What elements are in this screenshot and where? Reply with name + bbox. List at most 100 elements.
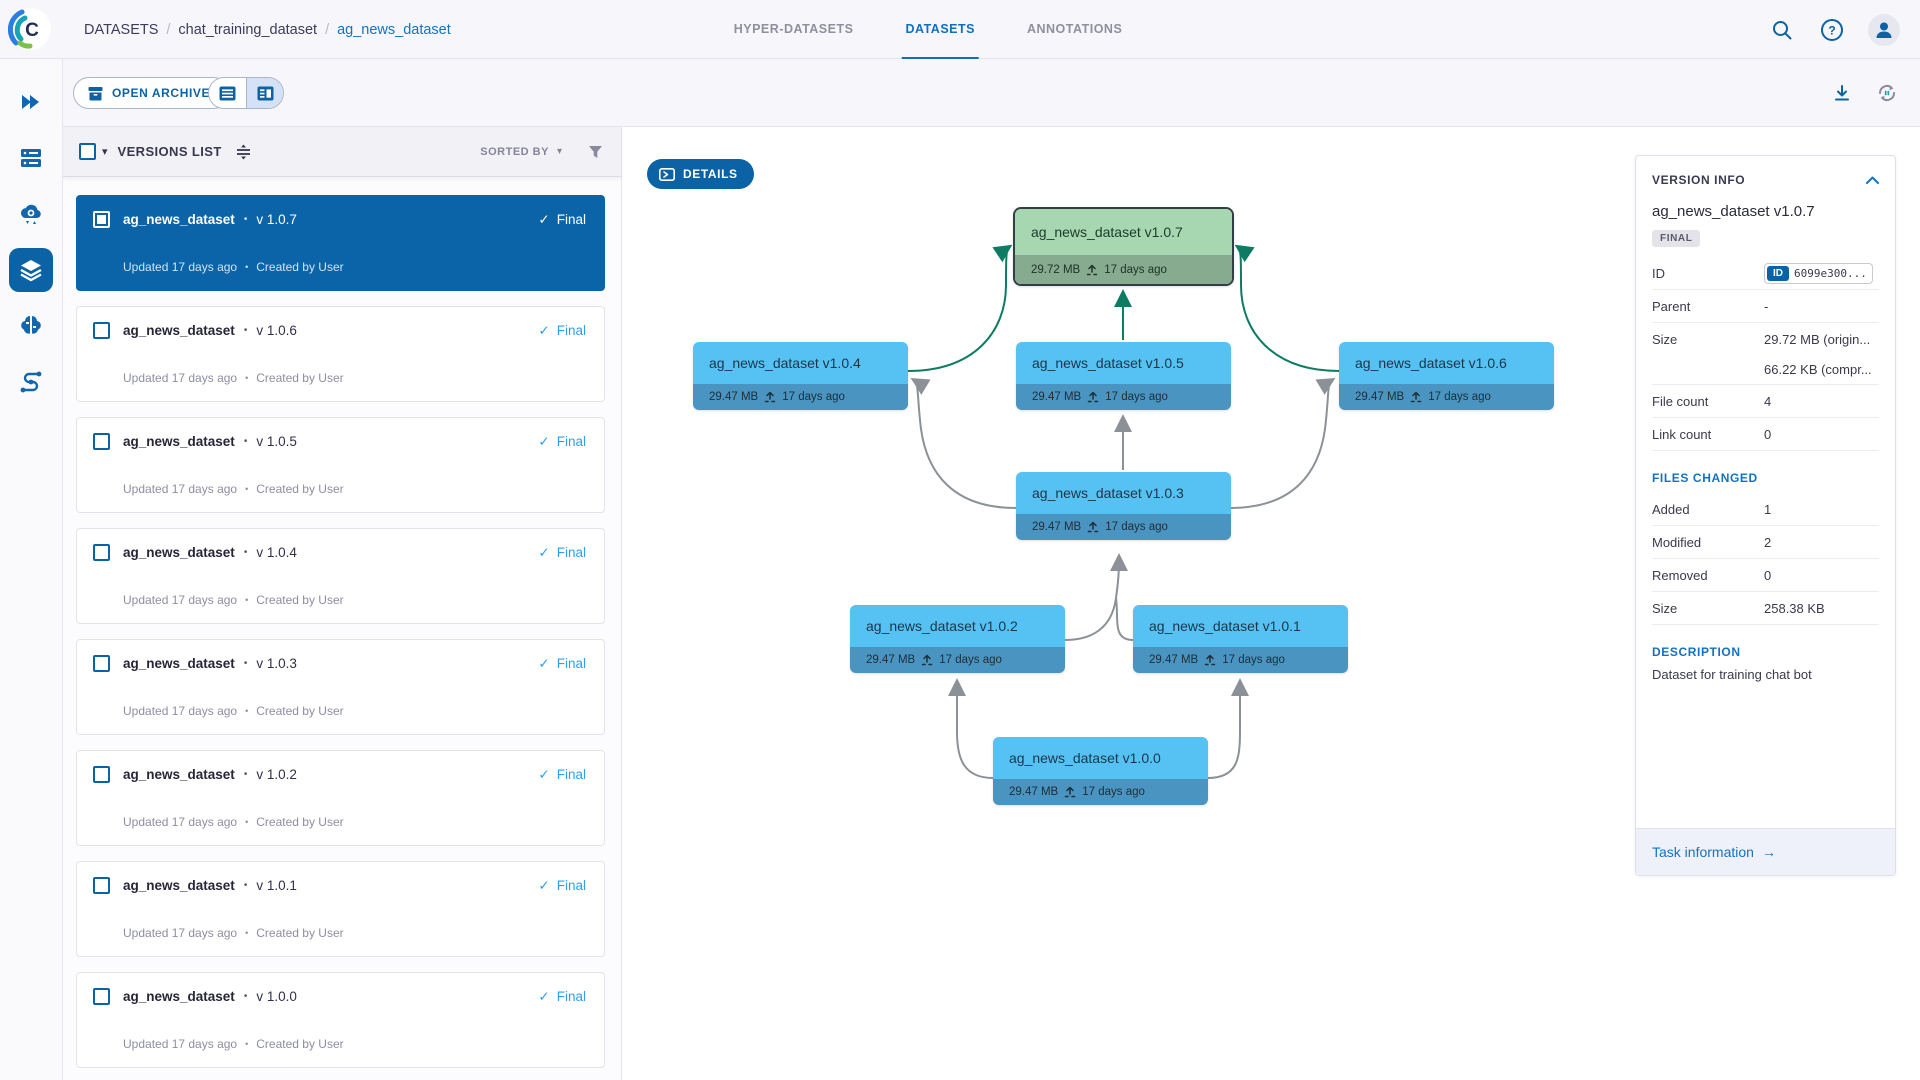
layers-icon (20, 260, 42, 282)
check-icon: ✓ (538, 877, 550, 893)
toolbar: OPEN ARCHIVE (63, 59, 1920, 127)
split-view-icon (257, 86, 273, 100)
breadcrumb: DATASETS / chat_training_dataset / ag_ne… (84, 21, 451, 38)
version-card-v1-0-0[interactable]: ag_news_dataset • v 1.0.0 ✓Final Updated… (76, 972, 605, 1068)
version-card-v1-0-4[interactable]: ag_news_dataset • v 1.0.4 ✓Final Updated… (76, 528, 605, 624)
svg-text:C: C (25, 20, 39, 41)
details-button[interactable]: DETAILS (647, 159, 754, 189)
removed-row: Removed 0 (1652, 559, 1879, 592)
upload-icon (1410, 391, 1422, 403)
view-toggle (208, 77, 284, 109)
description-header: DESCRIPTION (1652, 645, 1741, 659)
versions-list: ag_news_dataset • v 1.0.7 ✓Final Updated… (63, 177, 621, 1080)
collapse-chevron-icon[interactable] (1866, 176, 1879, 184)
sidebar-item-hyper-datasets[interactable] (9, 192, 53, 236)
svg-text:?: ? (1828, 23, 1835, 37)
task-information-link[interactable]: Task information → (1652, 844, 1776, 860)
left-sidebar (0, 59, 63, 1080)
version-card-v1-0-7[interactable]: ag_news_dataset • v 1.0.7 ✓Final Updated… (76, 195, 605, 291)
download-icon[interactable] (1832, 83, 1852, 103)
breadcrumb-project[interactable]: chat_training_dataset (178, 21, 318, 38)
version-checkbox[interactable] (93, 988, 110, 1005)
modified-row: Modified 2 (1652, 526, 1879, 559)
sidebar-item-models[interactable] (9, 304, 53, 348)
user-avatar[interactable] (1868, 13, 1900, 46)
breadcrumb-root[interactable]: DATASETS (84, 21, 159, 38)
upload-icon (1087, 521, 1099, 533)
version-info-panel: VERSION INFO ag_news_dataset v1.0.7 FINA… (1635, 155, 1896, 876)
double-chevron-icon (22, 95, 39, 109)
split-view-button[interactable] (246, 78, 283, 108)
tab-annotations[interactable]: ANNOTATIONS (1026, 22, 1123, 36)
version-checkbox[interactable] (93, 877, 110, 894)
tab-hyper-datasets[interactable]: HYPER-DATASETS (733, 22, 854, 36)
version-checkbox[interactable] (93, 655, 110, 672)
sidebar-item-pipelines[interactable] (9, 360, 53, 404)
link-count-row: Link count 0 (1652, 418, 1879, 451)
sorted-by-caret-icon[interactable]: ▾ (556, 146, 562, 157)
sidebar-item-projects[interactable] (9, 80, 53, 124)
version-checkbox[interactable] (93, 433, 110, 450)
sorted-by-button[interactable]: SORTED BY (480, 145, 549, 158)
check-icon: ✓ (538, 655, 550, 671)
pipeline-icon (20, 371, 42, 393)
search-icon[interactable] (1768, 16, 1796, 44)
check-icon: ✓ (538, 322, 550, 338)
version-checkbox[interactable] (93, 211, 110, 228)
table-view-icon (219, 86, 236, 100)
size-row: Size 29.72 MB (origin... (1652, 331, 1871, 347)
version-checkbox[interactable] (93, 322, 110, 339)
brain-icon (21, 316, 41, 334)
filter-funnel-icon[interactable] (588, 145, 603, 159)
status-badge: ✓Final (538, 766, 586, 783)
upload-icon (764, 391, 776, 403)
clearml-logo[interactable]: C (8, 7, 52, 51)
version-card-v1-0-2[interactable]: ag_news_dataset • v 1.0.2 ✓Final Updated… (76, 750, 605, 846)
main-tabs: HYPER-DATASETS DATASETS ANNOTATIONS (708, 0, 1149, 59)
check-icon: ✓ (538, 544, 550, 560)
status-badge: ✓Final (538, 877, 586, 894)
final-badge: FINAL (1652, 230, 1701, 247)
description-text: Dataset for training chat bot (1652, 667, 1812, 682)
select-all-caret-icon[interactable]: ▾ (102, 146, 108, 158)
version-card-v1-0-6[interactable]: ag_news_dataset • v 1.0.6 ✓Final Updated… (76, 306, 605, 402)
auto-refresh-icon[interactable] (1876, 82, 1898, 104)
version-card-v1-0-5[interactable]: ag_news_dataset • v 1.0.5 ✓Final Updated… (76, 417, 605, 513)
table-view-button[interactable] (209, 78, 246, 108)
id-chip[interactable]: ID 6099e300... (1764, 262, 1873, 284)
status-badge: ✓Final (538, 433, 586, 450)
check-icon: ✓ (538, 211, 550, 227)
versions-list-title: VERSIONS LIST (117, 144, 222, 159)
check-icon: ✓ (538, 766, 550, 782)
size-row-compressed: 66.22 KB (compr... (1652, 355, 1879, 385)
open-archive-button[interactable]: OPEN ARCHIVE (73, 77, 230, 109)
help-icon[interactable]: ? (1818, 16, 1846, 44)
archive-icon (88, 86, 103, 100)
versions-list-header: ▾ VERSIONS LIST SORTED BY ▾ (63, 127, 621, 177)
upload-icon (921, 654, 933, 666)
select-all-checkbox[interactable] (79, 143, 96, 160)
servers-icon (21, 149, 41, 167)
version-checkbox[interactable] (93, 766, 110, 783)
files-changed-header: FILES CHANGED (1652, 471, 1758, 485)
version-checkbox[interactable] (93, 544, 110, 561)
sidebar-item-workers-queues[interactable] (9, 136, 53, 180)
version-card-v1-0-1[interactable]: ag_news_dataset • v 1.0.1 ✓Final Updated… (76, 861, 605, 957)
file-count-row: File count 4 (1652, 385, 1879, 418)
sidebar-item-datasets[interactable] (9, 248, 53, 292)
version-card-v1-0-3[interactable]: ag_news_dataset • v 1.0.3 ✓Final Updated… (76, 639, 605, 735)
row-density-icon[interactable] (236, 144, 251, 160)
tab-datasets[interactable]: DATASETS (879, 0, 1001, 59)
breadcrumb-dataset[interactable]: ag_news_dataset (337, 21, 451, 38)
arrow-right-icon: → (1761, 844, 1776, 860)
status-badge: ✓Final (538, 544, 586, 561)
